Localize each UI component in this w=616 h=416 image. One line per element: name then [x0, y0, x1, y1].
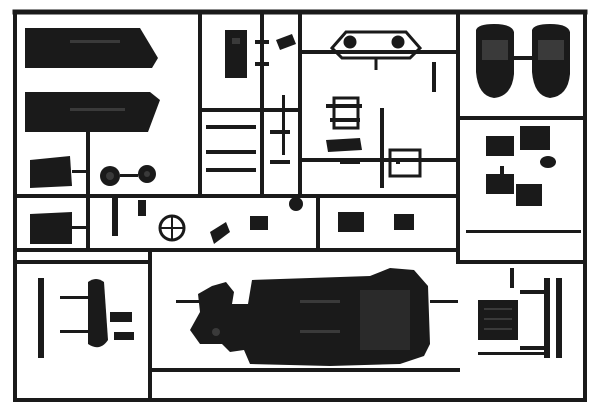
- engine-block-a: [486, 136, 514, 156]
- grille-part: [329, 30, 423, 60]
- side-parts-bottom-left: [38, 278, 134, 358]
- seat-pair: [476, 24, 570, 98]
- small-panel-a: [30, 156, 72, 188]
- panel-group-top-left: [25, 28, 160, 244]
- engine-block-b: [520, 126, 550, 150]
- rod-part: [38, 278, 44, 358]
- disc-parts: [100, 165, 156, 186]
- seat-left: [476, 24, 514, 98]
- grille-frame: [329, 30, 423, 70]
- steering-wheel-area: [112, 196, 414, 244]
- engine-block-c: [516, 184, 542, 206]
- box-part: [225, 30, 247, 78]
- small-panel-b: [30, 212, 72, 244]
- long-panel-lower: [25, 92, 160, 132]
- engine-parts: [466, 126, 581, 233]
- axle-linkage: [326, 62, 436, 188]
- seat-right: [532, 24, 570, 98]
- chassis-floor: [176, 268, 458, 366]
- frame-bottom-right: [478, 268, 562, 358]
- center-small-parts: [206, 30, 296, 172]
- long-panel-upper: [25, 28, 158, 68]
- sprue-runners: [12, 9, 588, 402]
- door-part: [88, 279, 108, 348]
